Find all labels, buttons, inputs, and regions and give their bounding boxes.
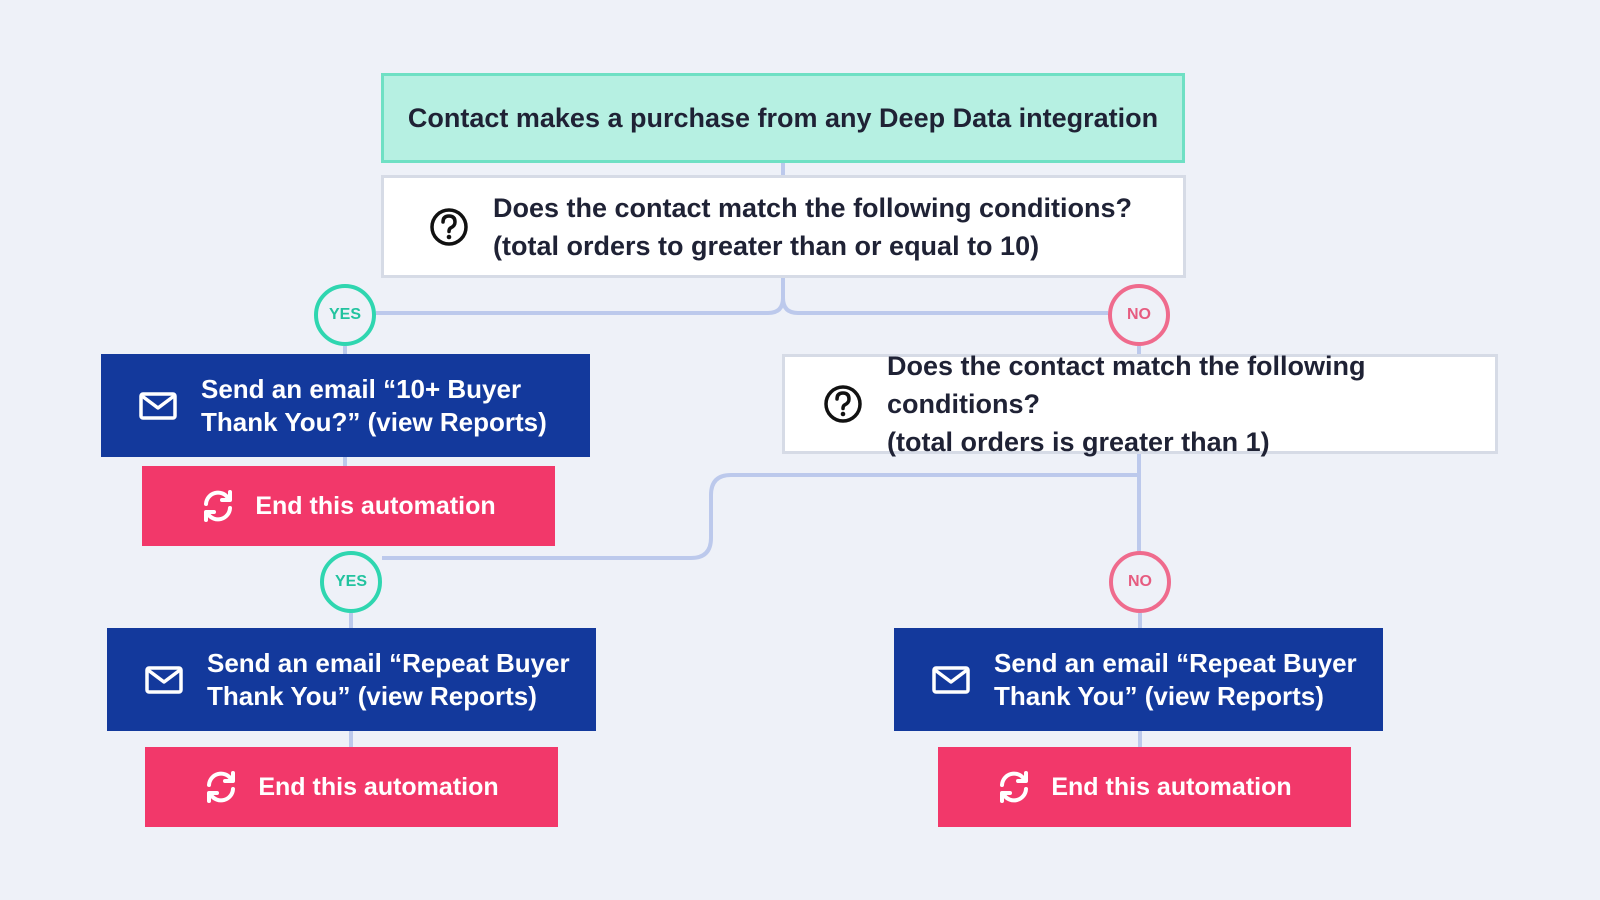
refresh-icon [207, 771, 236, 803]
yes-branch-badge: YES [314, 284, 376, 346]
refresh-icon [1000, 771, 1029, 803]
end-automation-label-2: End this automation [258, 772, 499, 801]
email-1-line-1: Send an email “10+ Buyer [201, 373, 522, 404]
end-automation-label-1: End this automation [255, 491, 496, 520]
email-1-line-2: Thank You?” (view Reports) [201, 406, 547, 437]
condition-1-line-1: Does the contact match the following con… [493, 192, 1133, 223]
condition-2-box[interactable]: Does the contact match the following con… [782, 351, 1498, 457]
end-automation-action-1[interactable]: End this automation [142, 466, 555, 546]
end-automation-action-3[interactable]: End this automation [938, 747, 1351, 827]
end-automation-action-2[interactable]: End this automation [145, 747, 558, 827]
email-3-line-2: Thank You” (view Reports) [994, 680, 1324, 711]
trigger-box[interactable]: Contact makes a purchase from any Deep D… [381, 73, 1185, 163]
yes-branch-badge-2: YES [320, 551, 382, 613]
question-circle-icon [824, 385, 862, 423]
refresh-icon [204, 490, 233, 522]
email-3-line-1: Send an email “Repeat Buyer [994, 647, 1357, 678]
no-branch-badge: NO [1108, 284, 1170, 346]
connector-condition-2-split [382, 454, 1141, 560]
connector-condition-1-no-branch [781, 297, 1108, 315]
no-branch-badge-2: NO [1109, 551, 1171, 613]
mail-icon [145, 665, 183, 694]
condition-1-line-2: (total orders to greater than or equal t… [493, 230, 1040, 261]
email-action-repeat-buyer-no[interactable]: Send an email “Repeat Buyer Thank You” (… [894, 628, 1383, 731]
end-automation-label-3: End this automation [1051, 772, 1292, 801]
condition-1-box[interactable]: Does the contact match the following con… [381, 175, 1186, 278]
email-action-repeat-buyer-yes[interactable]: Send an email “Repeat Buyer Thank You” (… [107, 628, 596, 731]
email-3-text: Send an email “Repeat Buyer Thank You” (… [994, 647, 1357, 713]
mail-icon [932, 665, 970, 694]
email-action-10-plus-buyer[interactable]: Send an email “10+ Buyer Thank You?” (vi… [101, 354, 590, 457]
condition-1-text: Does the contact match the following con… [493, 189, 1132, 265]
email-2-text: Send an email “Repeat Buyer Thank You” (… [207, 647, 570, 713]
condition-2-line-2: (total orders is greater than 1) [887, 427, 1270, 457]
email-2-line-2: Thank You” (view Reports) [207, 680, 537, 711]
mail-icon [139, 391, 177, 420]
question-circle-icon [430, 207, 468, 246]
connector-condition-1-split [376, 278, 785, 315]
condition-2-text: Does the contact match the following con… [887, 347, 1495, 461]
condition-2-line-1: Does the contact match the following con… [887, 351, 1366, 419]
email-1-text: Send an email “10+ Buyer Thank You?” (vi… [201, 373, 547, 439]
trigger-label: Contact makes a purchase from any Deep D… [407, 102, 1159, 133]
email-2-line-1: Send an email “Repeat Buyer [207, 647, 570, 678]
